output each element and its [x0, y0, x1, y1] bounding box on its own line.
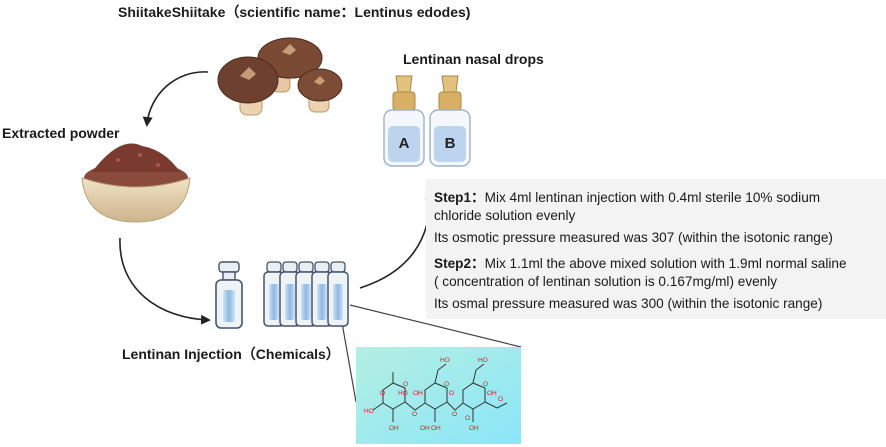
preparation-steps-panel: Step1：Mix 4ml lentinan injection with 0.… — [426, 179, 886, 319]
injection-label: Lentinan Injection（Chemicals） — [122, 346, 340, 362]
source-label: ShiitakeShiitake（scientific name：Lentinu… — [118, 4, 471, 20]
step1-title: Step1： — [434, 190, 485, 205]
step2-line: Step2：Mix 1.1ml the above mixed solution… — [434, 252, 847, 272]
molecule-atom: O — [403, 381, 408, 388]
step1-result: Its osmotic pressure measured was 307 (w… — [434, 230, 833, 245]
molecule-atom: OH — [420, 425, 430, 432]
molecule-atom: OH — [487, 390, 497, 397]
molecule-atom: HO — [364, 408, 374, 415]
molecule-atom: O — [444, 381, 449, 388]
arrow-mushroom-to-powder — [142, 71, 209, 127]
step1-text: Mix 4ml lentinan injection with 0.4ml st… — [484, 190, 821, 205]
bottle-b-label: B — [445, 135, 456, 152]
molecule-atom: O — [380, 390, 385, 397]
bottle-a-label: A — [399, 135, 410, 152]
molecule-atom: OH — [431, 425, 441, 432]
arrow-powder-to-injection — [119, 237, 211, 325]
step2-text: Mix 1.1ml the above mixed solution with … — [484, 256, 847, 271]
step2-title: Step2： — [434, 256, 485, 271]
arrow-injection-to-drops — [359, 189, 436, 289]
molecule-atom: HO — [440, 357, 450, 364]
molecule-atom: O — [498, 396, 503, 403]
powder-bowl-illustration — [81, 143, 191, 223]
step1-text-cont: chloride solution evenly — [434, 208, 576, 223]
molecule-atom: O — [412, 411, 417, 418]
connector-to-molecule-right — [349, 304, 522, 348]
step2-text-cont: ( concentration of lentinan solution is … — [434, 274, 778, 289]
nasal-drop-bottle-b: B — [429, 75, 471, 167]
powder-label: Extracted powder — [2, 125, 120, 141]
molecule-atom: OH — [469, 425, 479, 432]
lentinan-molecule-structure: HO OH O O O O O HO OH OH OH HO HO O OH O… — [356, 347, 521, 444]
step2-result: Its osmal pressure measured was 300 (wit… — [434, 296, 823, 311]
molecule-atom: OH — [413, 390, 423, 397]
molecule-atom: O — [483, 381, 488, 388]
nasal-drops-label: Lentinan nasal drops — [403, 51, 544, 67]
nasal-drop-bottle-a: A — [383, 75, 425, 167]
ampoule-row-illustration — [263, 261, 349, 327]
molecule-atom: OH — [389, 425, 399, 432]
shiitake-mushrooms-illustration — [217, 37, 343, 116]
molecule-atom: O — [452, 411, 457, 418]
molecule-atom: HO — [478, 357, 488, 364]
step1-line: Step1：Mix 4ml lentinan injection with 0.… — [434, 186, 820, 206]
molecule-atom: O — [465, 415, 470, 422]
molecule-atom: HO — [398, 390, 408, 397]
single-ampoule-illustration — [215, 261, 243, 329]
molecule-atom: O — [449, 390, 454, 397]
